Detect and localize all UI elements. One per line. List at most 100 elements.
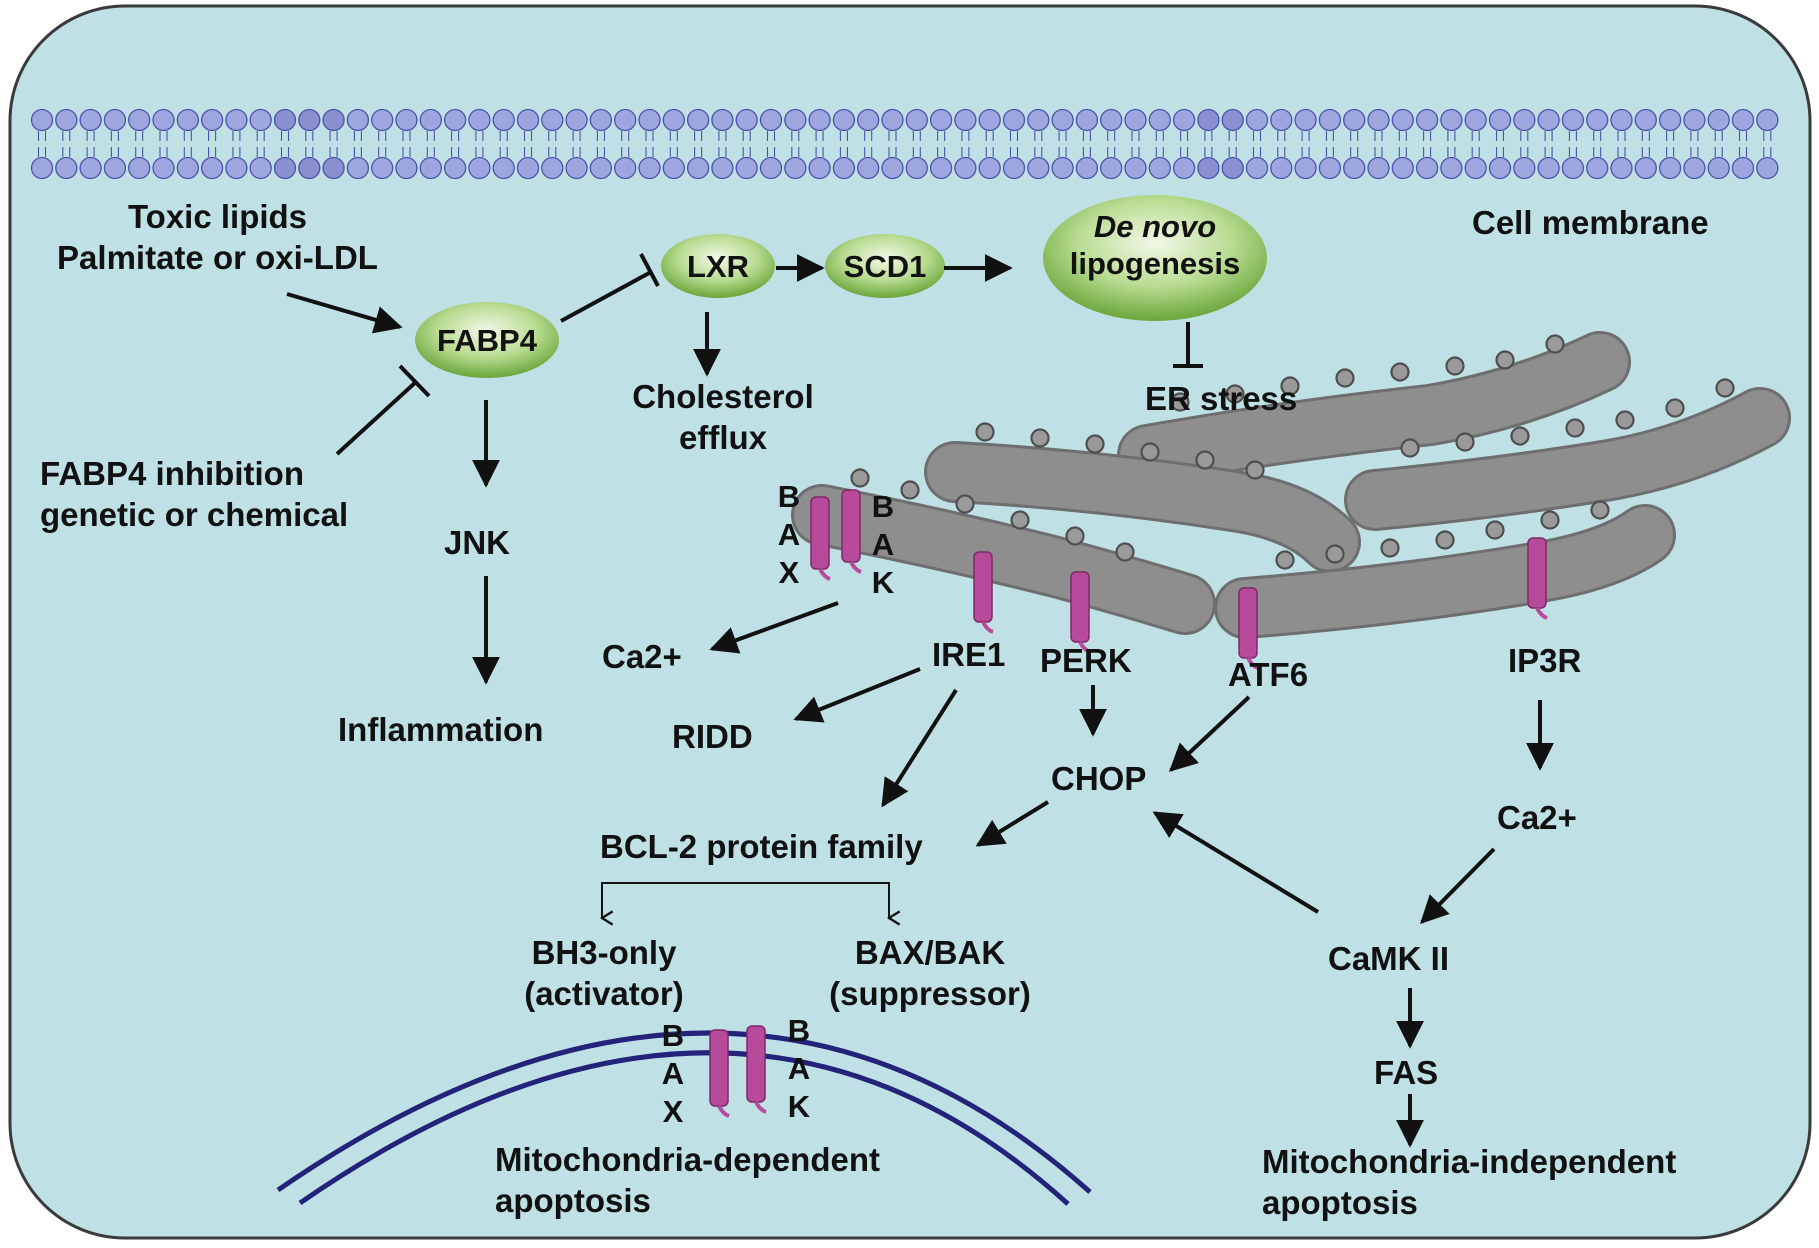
lipid-head — [565, 108, 588, 132]
ribosome — [850, 468, 870, 488]
ribosome — [1280, 376, 1300, 396]
lipid-head — [1075, 108, 1099, 132]
lipid-head — [1172, 108, 1196, 132]
ridd-label: RIDD — [672, 718, 753, 755]
ribosome — [900, 480, 920, 500]
toxic-lipids-label: Toxic lipids Palmitate or oxi-LDL — [40, 196, 395, 279]
lipid-head — [857, 156, 880, 180]
ip3r-label: IP3R — [1508, 642, 1582, 679]
lipid-head — [929, 156, 953, 180]
lipid-head — [1124, 108, 1147, 132]
ribosome — [1065, 526, 1085, 546]
lipid-head — [419, 108, 442, 132]
chop-label: CHOP — [1051, 760, 1147, 797]
lipid-head — [1148, 156, 1171, 180]
er-cisterna-body — [1347, 390, 1788, 528]
receptor-tail — [1535, 607, 1548, 620]
lipid-head — [1440, 108, 1463, 132]
mito-dep-line2: apoptosis — [495, 1182, 651, 1220]
lipid-head — [249, 108, 272, 132]
lipid-head — [1270, 108, 1293, 132]
lipogenesis-line1: De novo — [1093, 209, 1217, 244]
cholesterol-line2: efflux — [678, 419, 767, 457]
receptor-rod — [1070, 571, 1090, 643]
lipid-head — [1343, 108, 1366, 132]
lipid-head — [30, 156, 54, 180]
toxic-lipids-line2: Palmitate or oxi-LDL — [57, 239, 378, 277]
lipid-head — [1027, 156, 1050, 180]
lipid-head — [1197, 156, 1220, 180]
lipid-head — [589, 108, 613, 132]
inhibit-fabp4 — [335, 379, 419, 456]
lipid-head — [808, 108, 831, 132]
atf6-label: ATF6 — [1228, 656, 1309, 693]
receptor-tail — [717, 1105, 730, 1118]
lipid-head — [1027, 108, 1050, 132]
cell-body — [8, 4, 1812, 1240]
lipid-head — [1415, 156, 1439, 180]
lipid-head — [1683, 156, 1706, 180]
lipid-head — [638, 108, 661, 132]
lipid-head — [176, 156, 199, 180]
lipid-head — [759, 156, 783, 180]
cell-membrane-bilayer — [30, 108, 1779, 180]
lipid-head — [1707, 108, 1730, 132]
lipid-head — [614, 108, 637, 132]
lipid-head — [152, 108, 175, 132]
arrow-baxbak-to-ca — [709, 601, 839, 654]
inhibition-line1: FABP4 inhibition — [40, 455, 304, 492]
fas-label: FAS — [1374, 1054, 1439, 1091]
receptor-tail — [754, 1101, 767, 1114]
ribosome — [1380, 538, 1400, 558]
lipid-head — [1245, 156, 1269, 180]
lipid-head — [103, 108, 127, 132]
lipid-head — [395, 156, 418, 180]
lipid-head — [565, 156, 588, 180]
lipid-head — [1537, 108, 1560, 132]
lipid-head — [492, 156, 515, 180]
lipid-head — [419, 156, 442, 180]
lipid-head — [1586, 156, 1609, 180]
lipid-head — [55, 156, 78, 180]
bak-channel-mito — [746, 1025, 767, 1114]
lipid-head — [443, 108, 467, 132]
lipid-head — [1561, 108, 1585, 132]
lipid-head — [686, 156, 710, 180]
perk-label: PERK — [1040, 642, 1132, 679]
jnk-label: JNK — [444, 524, 511, 561]
bax-bak-label: BAX/BAK (suppressor) — [812, 932, 1048, 1015]
scd1-node — [825, 234, 945, 298]
lipid-head — [1197, 108, 1220, 132]
lipid-head — [1513, 156, 1536, 180]
lipid-head — [516, 156, 540, 180]
ribosome — [975, 422, 995, 442]
receptor-rod — [841, 489, 861, 563]
er-cisterna-body — [1120, 334, 1628, 483]
bcl2-label: BCL-2 protein family — [600, 828, 923, 865]
lipid-head — [468, 156, 491, 180]
lipid-head — [1586, 108, 1609, 132]
ip3r-receptor — [1527, 537, 1548, 620]
ribosome — [1615, 410, 1635, 430]
bh3-line1: BH3-only — [531, 934, 677, 971]
ca-left-label: Ca2+ — [602, 638, 682, 675]
lipid-head — [346, 108, 370, 132]
lipid-head — [492, 108, 515, 132]
receptor-tail — [1246, 657, 1259, 670]
lipid-head — [1124, 156, 1147, 180]
lipid-head — [1731, 156, 1755, 180]
arrow-ire1-to-bcl2 — [881, 688, 958, 808]
lipid-head — [1731, 108, 1755, 132]
baxbak-line1: BAX/BAK — [854, 934, 1006, 971]
lipid-head — [298, 108, 321, 132]
ribosome — [1455, 432, 1475, 452]
receptor-rod — [1527, 537, 1547, 609]
lipid-head — [1537, 156, 1560, 180]
lipid-head — [978, 108, 1001, 132]
bh3-line2: (activator) — [524, 975, 684, 1013]
er-cisterna — [791, 468, 1216, 635]
bax-channel-mito — [709, 1029, 730, 1118]
lipid-head — [322, 108, 345, 132]
